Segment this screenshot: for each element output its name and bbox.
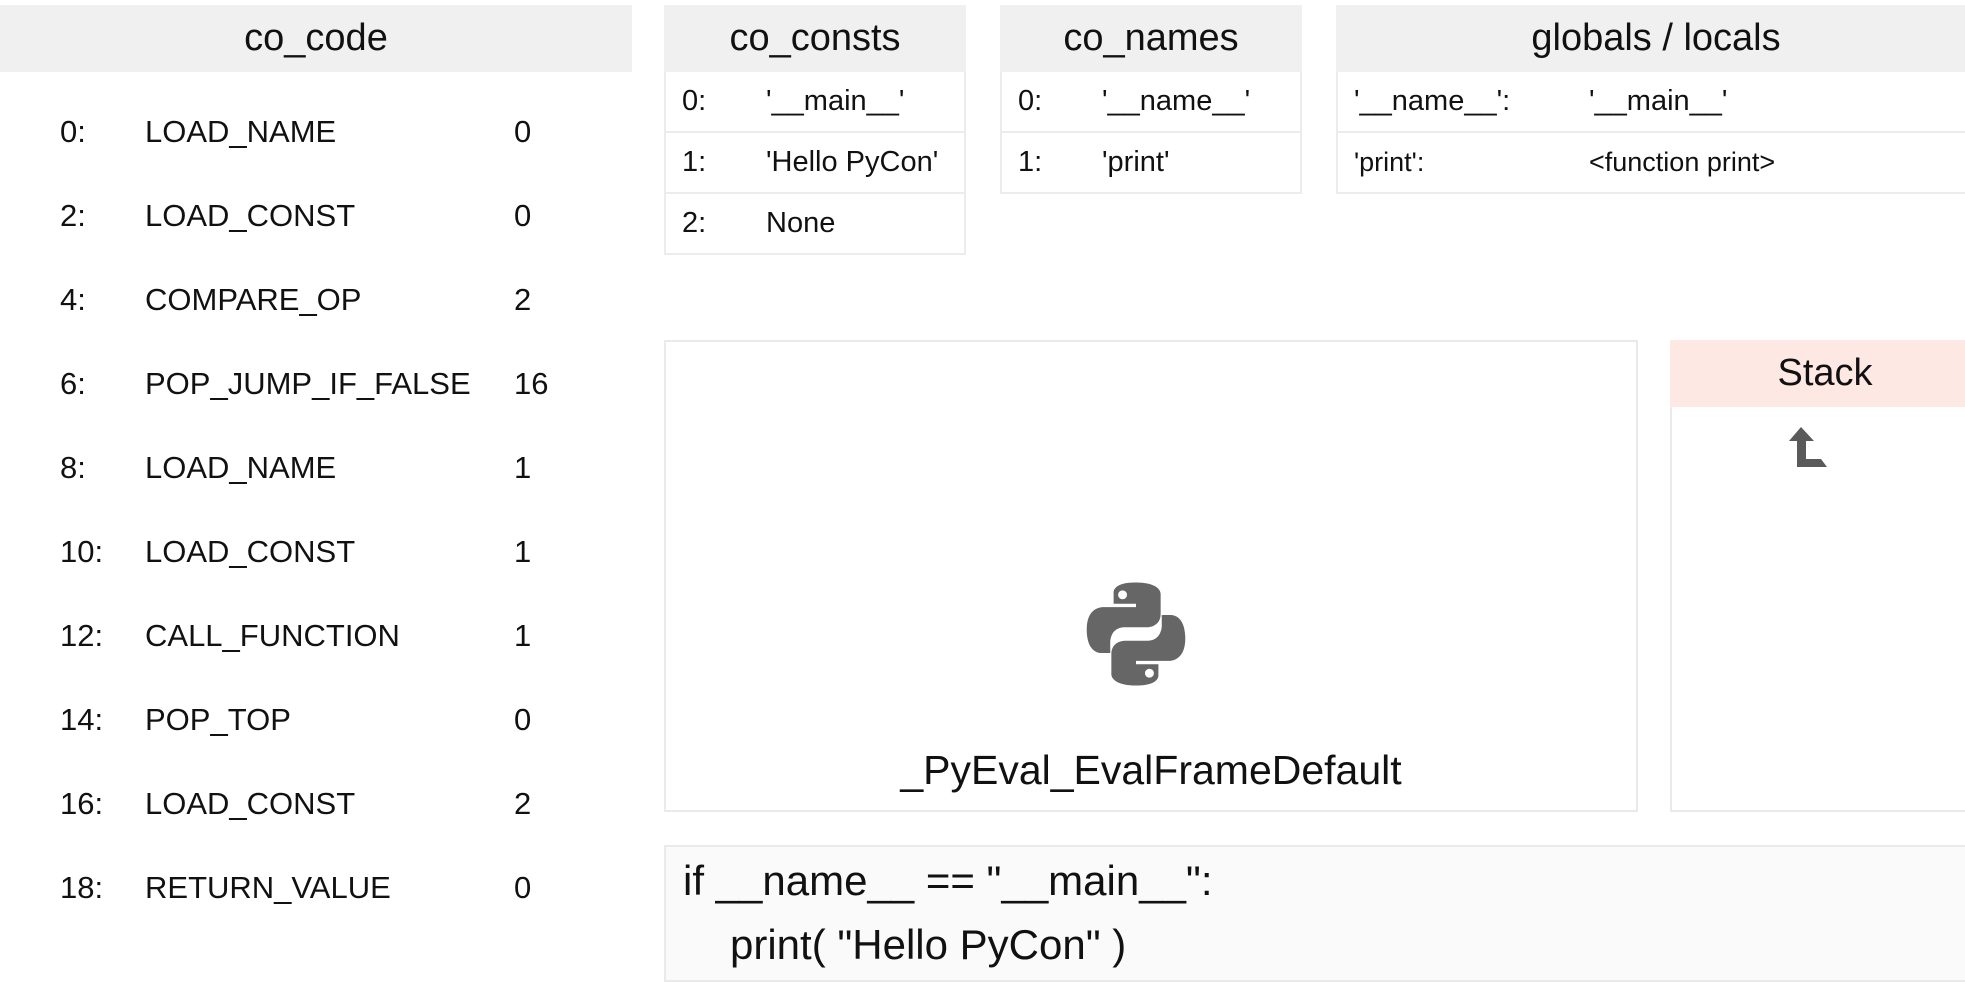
instruction-op: COMPARE_OP bbox=[145, 282, 362, 317]
frame-function-label: _PyEval_EvalFrameDefault bbox=[900, 747, 1402, 793]
instruction-op: LOAD_NAME bbox=[145, 450, 337, 485]
instruction-offset: 16: bbox=[60, 786, 104, 821]
bytecode-instruction: 2: LOAD_CONST 0 bbox=[0, 174, 632, 258]
python-logo-icon bbox=[1086, 582, 1186, 686]
bytecode-instruction: 18: RETURN_VALUE 0 bbox=[0, 846, 632, 930]
instruction-arg: 0 bbox=[514, 702, 532, 737]
index: 0: bbox=[682, 85, 707, 117]
instruction-op: LOAD_NAME bbox=[145, 114, 337, 149]
instruction-op: LOAD_CONST bbox=[145, 786, 356, 821]
bytecode-instruction: 14: POP_TOP 0 bbox=[0, 678, 632, 762]
instruction-arg: 0 bbox=[514, 870, 532, 905]
globals-header: globals / locals bbox=[1336, 5, 1965, 72]
value: '__main__' bbox=[1589, 85, 1728, 117]
instruction-offset: 6: bbox=[60, 366, 86, 401]
instruction-op: LOAD_CONST bbox=[145, 534, 356, 569]
value: '__name__' bbox=[1102, 85, 1251, 117]
instruction-offset: 10: bbox=[60, 534, 104, 569]
instruction-offset: 18: bbox=[60, 870, 104, 905]
instruction-op: POP_JUMP_IF_FALSE bbox=[145, 366, 471, 401]
instruction-arg: 1 bbox=[514, 450, 532, 485]
bytecode-instruction: 6: POP_JUMP_IF_FALSE 16 bbox=[0, 342, 632, 426]
instruction-arg: 1 bbox=[514, 534, 532, 569]
instruction-op: LOAD_CONST bbox=[145, 198, 356, 233]
co-names-row: 0: '__name__' bbox=[1000, 72, 1302, 133]
co-names-header: co_names bbox=[1000, 5, 1302, 72]
instruction-offset: 0: bbox=[60, 114, 86, 149]
key: 'print': bbox=[1354, 147, 1425, 177]
co-code-header: co_code bbox=[0, 5, 632, 72]
globals-row: 'print': <function print> bbox=[1336, 133, 1965, 194]
value: 'Hello PyCon' bbox=[766, 146, 939, 178]
index: 1: bbox=[682, 146, 707, 178]
co-consts-row: 0: '__main__' bbox=[664, 72, 966, 133]
instruction-offset: 8: bbox=[60, 450, 86, 485]
stack-panel: Stack bbox=[1670, 340, 1965, 812]
instruction-arg: 2 bbox=[514, 282, 532, 317]
instruction-offset: 14: bbox=[60, 702, 104, 737]
bytecode-instruction: 16: LOAD_CONST 2 bbox=[0, 762, 632, 846]
co-names-row: 1: 'print' bbox=[1000, 133, 1302, 194]
index: 1: bbox=[1018, 146, 1043, 178]
instruction-offset: 2: bbox=[60, 198, 86, 233]
instruction-offset: 12: bbox=[60, 618, 104, 653]
instruction-arg: 2 bbox=[514, 786, 532, 821]
stack-pointer-arrow-icon bbox=[1789, 427, 1827, 467]
instruction-op: POP_TOP bbox=[145, 702, 291, 737]
index: 0: bbox=[1018, 85, 1043, 117]
bytecode-instruction: 0: LOAD_NAME 0 bbox=[0, 90, 632, 174]
bytecode-instruction: 4: COMPARE_OP 2 bbox=[0, 258, 632, 342]
source-line: print( "Hello PyCon" ) bbox=[730, 921, 1127, 968]
bytecode-instruction: 12: CALL_FUNCTION 1 bbox=[0, 594, 632, 678]
co-consts-row: 1: 'Hello PyCon' bbox=[664, 133, 966, 194]
instruction-op: RETURN_VALUE bbox=[145, 870, 391, 905]
co-consts-header: co_consts bbox=[664, 5, 966, 72]
bytecode-instruction: 8: LOAD_NAME 1 bbox=[0, 426, 632, 510]
key: '__name__': bbox=[1354, 85, 1511, 117]
frame-panel: _PyEval_EvalFrameDefault bbox=[664, 340, 1638, 812]
instruction-op: CALL_FUNCTION bbox=[145, 618, 400, 653]
value: None bbox=[766, 207, 836, 239]
source-line: if __name__ == "__main__": bbox=[683, 857, 1213, 904]
value: '__main__' bbox=[766, 85, 905, 117]
instruction-arg: 0 bbox=[514, 198, 532, 233]
stack-header: Stack bbox=[1670, 340, 1965, 407]
index: 2: bbox=[682, 207, 707, 239]
co-consts-row: 2: None bbox=[664, 194, 966, 255]
instruction-arg: 16 bbox=[514, 366, 549, 401]
value: <function print> bbox=[1589, 147, 1776, 177]
instruction-arg: 0 bbox=[514, 114, 532, 149]
instruction-offset: 4: bbox=[60, 282, 86, 317]
source-code-panel: if __name__ == "__main__": print( "Hello… bbox=[664, 845, 1965, 982]
instruction-arg: 1 bbox=[514, 618, 532, 653]
value: 'print' bbox=[1102, 146, 1170, 178]
globals-row: '__name__': '__main__' bbox=[1336, 72, 1965, 133]
bytecode-instruction: 10: LOAD_CONST 1 bbox=[0, 510, 632, 594]
